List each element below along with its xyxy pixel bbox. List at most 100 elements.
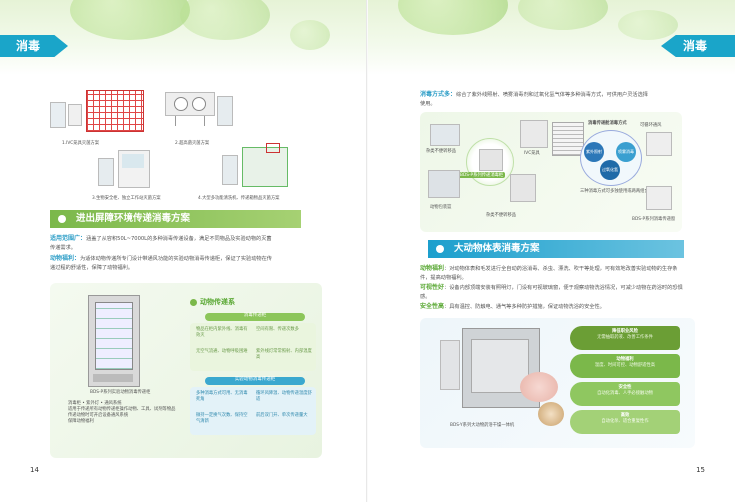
page-number: 15 bbox=[696, 466, 705, 474]
center-circle bbox=[466, 138, 514, 186]
group1-box: 物品在柜内紫外线、消毒有效灭 空间有限、传递次数多 无空气流通、动物呼吸困难 紫… bbox=[190, 323, 316, 371]
benefit-sub: 自动化消毒、人手必接触动物 bbox=[597, 391, 653, 396]
cabinet-window bbox=[95, 302, 133, 370]
bullet-icon bbox=[58, 215, 66, 223]
cabinet-icon bbox=[479, 149, 503, 171]
glove-port-icon bbox=[192, 97, 206, 111]
bath-machine-image bbox=[462, 328, 540, 408]
feature-item: 保障动物福利 bbox=[68, 419, 94, 424]
section2-para2: 可视性好：设备内部顶端安装有照明灯，门设有可视玻璃窗，便于观察动物洗浴情况，可减… bbox=[420, 283, 686, 302]
ivc-diagram bbox=[50, 88, 150, 136]
group2-title: 实验动物消毒传递柜 bbox=[205, 377, 305, 385]
intro-para: 消毒方式多：综合了紫外线照射、喷雾消毒剂和过氧化氢气体等多种消毒方式，可供用户灵… bbox=[420, 90, 650, 109]
benefit-card: 降低职业风险 无需抽取药液、改善工作条件 bbox=[570, 326, 680, 350]
benefit-sub: 温度、时间可控、动物舒适性高 bbox=[594, 363, 656, 368]
para-label: 安全性高 bbox=[420, 303, 445, 310]
cabinet-base bbox=[93, 374, 133, 382]
para-text: ：具有温控、防触电、通气等多种防护措施，保证动物洗浴的安全性。 bbox=[444, 304, 605, 310]
section-tag: 消毒 bbox=[661, 35, 735, 57]
biosafety-caption: 3.生物安全柜、独立工作站灭菌方案 bbox=[92, 196, 161, 201]
leaf-decoration bbox=[618, 10, 678, 40]
group1-item: 无空气流通、动物呼吸困难 bbox=[196, 349, 248, 354]
feature-list: 消毒柜 • 紫外灯 • 通风系统 适用于传递所有动物传递柜操作动物、工具、试剂等… bbox=[68, 401, 178, 425]
group1-item: 紫外线灯常常照射、内部温度高 bbox=[256, 349, 312, 360]
group1-item: 物品在柜内紫外线、消毒有效灭 bbox=[196, 327, 248, 338]
feature-item: 传递动物时可开启设备通风系统 bbox=[68, 413, 129, 418]
section2-para3: 安全性高：具有温控、防触电、通气等多种防护措施，保证动物洗浴的安全性。 bbox=[420, 302, 686, 312]
benefit-title: 降低职业风险 bbox=[612, 329, 638, 334]
comparison-heading-text: 动物传递系 bbox=[200, 298, 235, 306]
feature-item: 适用于传递所有动物传递柜操作动物、工具、试剂等物品 bbox=[68, 407, 176, 412]
benefit-card: 安全性 自动化消毒、人手必接触动物 bbox=[570, 382, 680, 406]
chamber-image bbox=[520, 120, 548, 148]
right-page: 消毒 消毒方式多：综合了紫外线照射、喷雾消毒剂和过氧化氢气体等多种消毒方式，可供… bbox=[368, 0, 735, 502]
group1-title: 消毒传递柜 bbox=[205, 313, 305, 321]
benefit-card: 高效 自动化杀、适合重复性作 bbox=[570, 410, 680, 434]
rack-label: 动物包装篮 bbox=[430, 205, 452, 210]
washer-icon bbox=[242, 147, 288, 187]
section1-para2: 动物福利：为适体动物传递所专门设计带通风功能的实验动物消毒传递柜，保证了实验动物… bbox=[50, 254, 272, 273]
methods-title: 消毒传递舱消毒方式 bbox=[588, 121, 627, 126]
para-label: 动物福利 bbox=[420, 265, 445, 272]
cabinet-icon bbox=[118, 150, 150, 188]
window-icon bbox=[122, 154, 144, 168]
section1-title-text: 进出屏障环境传递消毒方案 bbox=[76, 213, 191, 224]
group2-box: 多种消毒方式可用、无消毒死角 循环风降温、动物传递温度舒适 微持一定换气次数、保… bbox=[190, 387, 316, 435]
window-unit-image bbox=[646, 132, 672, 156]
cart-image bbox=[430, 124, 460, 146]
ivc-caption: 1.IVC笼具灭菌方案 bbox=[62, 141, 100, 146]
ventilation-note: 可循环通风 bbox=[640, 123, 662, 128]
machine-icon bbox=[222, 155, 238, 185]
para-text: 综合了紫外线照射、喷雾消毒剂和过氧化氢气体等多种消毒方式，可供用户灵活选择使用。 bbox=[420, 92, 648, 107]
para-text: ：对动物体表和毛发进行全自动药浴消毒、杀虫、漂洗、吹干等处理，可有效地改善实验动… bbox=[420, 266, 678, 281]
machine-icon bbox=[98, 158, 114, 186]
benefit-title: 安全性 bbox=[618, 385, 632, 390]
machine-icon bbox=[217, 96, 233, 126]
dog-image bbox=[538, 402, 564, 426]
center-label: BDS-P系列传递消毒柜 bbox=[458, 172, 506, 178]
group1-item: 空间有限、传递次数多 bbox=[256, 327, 299, 332]
cage-image bbox=[510, 174, 536, 202]
h2o2-method-badge: 过氧化氢 bbox=[600, 160, 620, 180]
machine-icon bbox=[68, 104, 82, 126]
para-label: 消毒方式多： bbox=[420, 91, 457, 98]
bullet-icon bbox=[436, 245, 444, 253]
biosafety-diagram bbox=[98, 150, 158, 190]
machine-icon bbox=[50, 102, 66, 128]
large-caption: 4.大型多功能清洗机、传递箱物品灭菌方案 bbox=[198, 196, 280, 201]
machine-door bbox=[471, 339, 529, 393]
section2-title-text: 大动物体表消毒方案 bbox=[454, 243, 540, 254]
feature-item: 消毒柜 • 紫外灯 • 通风系统 bbox=[68, 401, 122, 406]
cart-label: 杂类不便转移品 bbox=[426, 149, 457, 154]
stand-icon bbox=[175, 116, 205, 126]
section1-para1: 适用范围广：涵盖了从容积50L~7000L的多种消毒传递设备，满足不同物品及实验… bbox=[50, 234, 272, 253]
machine-panel: BDS-Y系列大动物药浴干燥一体机 降低职业风险 无需抽取药液、改善工作条件 动… bbox=[420, 318, 695, 448]
chamber-label: IVC笼具 bbox=[524, 151, 540, 156]
method-diagram-panel: 杂类不便转移品 BDS-P系列传递消毒柜 IVC笼具 动物包装篮 杂类不便转移品… bbox=[420, 112, 682, 232]
para-label: 可视性好 bbox=[420, 284, 445, 291]
section2-title: 大动物体表消毒方案 bbox=[428, 240, 684, 258]
leaf-decoration bbox=[290, 20, 330, 50]
uv-method-badge: 紫外照射 bbox=[584, 142, 604, 162]
para-text: 涵盖了从容积50L~7000L的多种消毒传递设备，满足不同物品及实验动物的灭菌传… bbox=[50, 236, 272, 251]
cage-rack-icon bbox=[86, 90, 144, 132]
left-page: 消毒 1.IVC笼具灭菌方案 2.超高菌灭菌方案 3.生物安全柜、独立工作站灭菌… bbox=[0, 0, 367, 502]
machine-caption: BDS-Y系列大动物药浴干燥一体机 bbox=[450, 423, 515, 428]
product-panel: BDS-P系列实验动物消毒传递柜 消毒柜 • 紫外灯 • 通风系统 适用于传递所… bbox=[50, 283, 322, 458]
rack-image bbox=[552, 122, 584, 156]
control-unit-image bbox=[440, 340, 460, 390]
para-text: ：设备内部顶端安装有照明灯，门设有可视玻璃窗，便于观察动物洗浴情况，可减少动物在… bbox=[420, 285, 683, 300]
group2-item: 多种消毒方式可用、无消毒死角 bbox=[196, 391, 248, 402]
chair-label: 杂类不便转移品 bbox=[486, 213, 517, 218]
group2-item: 循环风降温、动物传递温度舒适 bbox=[256, 391, 312, 402]
benefit-card: 动物福利 温度、时间可控、动物舒适性高 bbox=[570, 354, 680, 378]
section2-para1: 动物福利：对动物体表和毛发进行全自动药浴消毒、杀虫、漂洗、吹干等处理，可有效地改… bbox=[420, 264, 686, 283]
benefit-title: 高效 bbox=[620, 413, 630, 418]
glove-port-icon bbox=[174, 97, 188, 111]
para-label: 适用范围广： bbox=[50, 235, 87, 242]
benefit-sub: 无需抽取药液、改善工作条件 bbox=[597, 335, 653, 340]
isolator-icon bbox=[165, 92, 215, 116]
cabinet-caption: BDS-P系列实验动物消毒传递柜 bbox=[90, 390, 151, 395]
pig-image bbox=[520, 372, 558, 402]
book-spine bbox=[366, 0, 369, 502]
